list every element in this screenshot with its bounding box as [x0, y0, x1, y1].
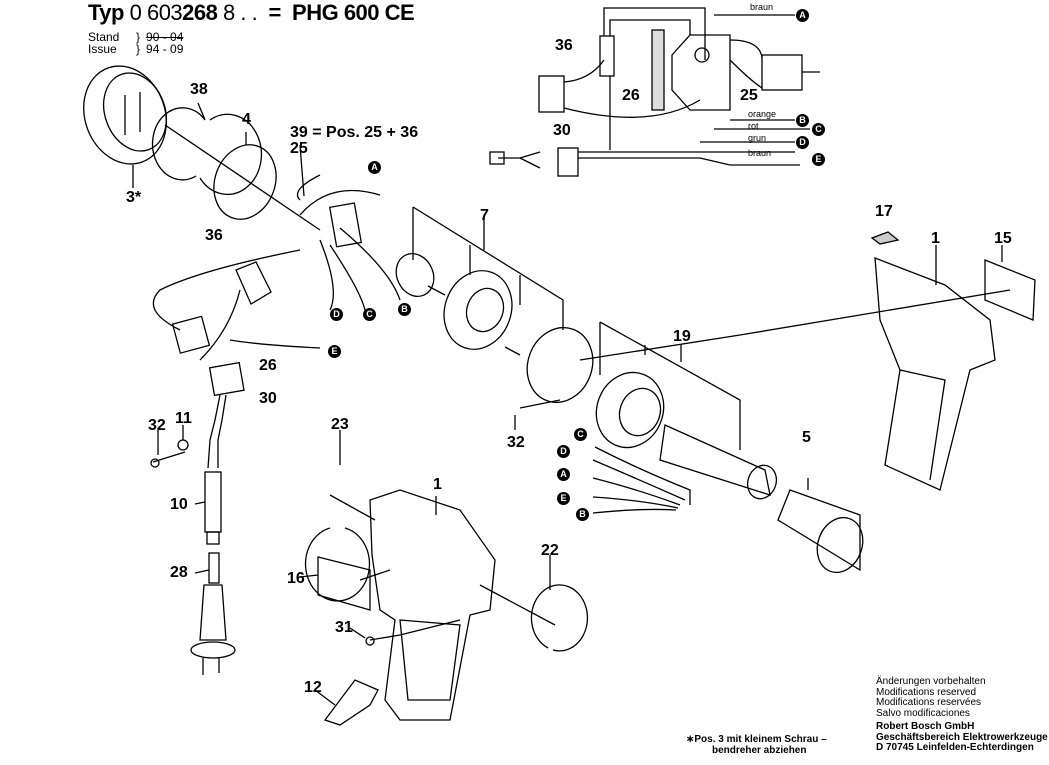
- typ-suffix: 8 . .: [223, 0, 258, 25]
- heatsink-inset-shape: [651, 29, 665, 111]
- part-label-5: 5: [802, 429, 811, 446]
- inset-label-25: 25: [740, 87, 758, 104]
- connector-a: A: [368, 161, 381, 174]
- company-name: Robert Bosch GmbH: [876, 721, 975, 732]
- part-label-16: 16: [287, 570, 305, 587]
- footnote: ∗Pos. 3 mit kleinem Schrau – bendreher a…: [686, 734, 827, 756]
- stand-value: 90 - 04: [146, 30, 184, 44]
- typ-prefix: 0 603: [129, 0, 183, 25]
- note-line: Änderungen vorbehalten: [876, 676, 986, 687]
- clip-12: [323, 679, 379, 726]
- motor-part: [395, 253, 435, 297]
- heater-element-19: [514, 321, 778, 514]
- label-15-shape: [984, 259, 1036, 321]
- part-label-4: 4: [242, 111, 251, 128]
- connector-b: B: [398, 303, 411, 316]
- part-label-17: 17: [875, 203, 893, 220]
- connector-c-inset: C: [812, 123, 825, 136]
- nozzle-5: [777, 478, 864, 574]
- heater-connector-d: D: [557, 445, 570, 458]
- part-label-38: 38: [190, 81, 208, 98]
- heater-connector-b: B: [576, 508, 589, 521]
- connector-d: D: [330, 308, 343, 321]
- part-label-19: 19: [673, 328, 691, 345]
- wiring-inset-drawing: [489, 7, 820, 177]
- publisher-notes: Änderungen vorbehalten Modifications res…: [876, 676, 1048, 754]
- typ-label: Typ: [88, 0, 124, 25]
- part-label-30: 30: [259, 390, 277, 407]
- part-label-39: 39 = Pos. 25 + 36: [290, 124, 419, 141]
- note-line: Modifications reservées: [876, 697, 982, 708]
- terminal-inset-shape: [557, 147, 579, 177]
- issue-value: 94 - 09: [146, 42, 184, 56]
- wire-color-b: orange: [748, 109, 777, 119]
- motor-inset-shape: [761, 54, 803, 91]
- end-cap-part: [83, 65, 167, 188]
- connector-e-inset: E: [812, 153, 825, 166]
- part-label-28: 28: [170, 564, 188, 581]
- connector-b-inset: B: [796, 114, 809, 127]
- part-label-25: 25: [290, 140, 308, 157]
- switch-cluster: [152, 174, 401, 397]
- part-label-31: 31: [335, 619, 353, 636]
- part-label-12: 12: [304, 679, 322, 696]
- part-label-7: 7: [480, 207, 489, 224]
- heater-connector-c: C: [574, 428, 587, 441]
- connector-d-inset: D: [796, 136, 809, 149]
- footnote-line-2: bendreher abziehen: [712, 745, 807, 756]
- wire-color-a: braun: [750, 2, 774, 12]
- label-17-shape: [870, 231, 900, 245]
- ring-22: [530, 584, 589, 652]
- ring-23: [304, 527, 371, 602]
- grille-disk-4: [213, 144, 277, 220]
- screw-31: [369, 634, 401, 641]
- wire-color-e: braun: [748, 148, 772, 158]
- connector-a-inset: A: [796, 9, 809, 22]
- footnote-line-1: ∗Pos. 3 mit kleinem Schrau –: [686, 734, 827, 745]
- model-title: Typ 0 603268 8 . . = PHG 600 CE: [88, 0, 415, 26]
- part-label-1-right: 1: [931, 230, 940, 247]
- part-label-23: 23: [331, 416, 349, 433]
- connector-c: C: [363, 308, 376, 321]
- company-division: Geschäftsbereich Elektrowerkzeuge: [876, 731, 1048, 743]
- label-16-shape: [317, 556, 371, 611]
- note-line: Salvo modificaciones: [876, 707, 970, 719]
- housing-half-right: [579, 231, 1036, 491]
- part-label-32-right: 32: [507, 434, 525, 451]
- housing-half-left: [299, 489, 496, 721]
- part-label-3: 3*: [126, 189, 142, 206]
- pcb-inset-shape: [671, 34, 731, 111]
- part-label-36: 36: [205, 227, 223, 244]
- inset-label-26: 26: [622, 87, 640, 104]
- capacitor-inset-shape: [538, 75, 565, 113]
- ring-38: [199, 113, 263, 195]
- part-label-22: 22: [541, 542, 559, 559]
- fan-housing-7: [412, 206, 594, 403]
- company-address: D 70745 Leinfelden-Echterdingen: [876, 742, 1034, 753]
- heater-connector-e: E: [557, 492, 570, 505]
- part-label-1-left: 1: [433, 476, 442, 493]
- part-label-11: 11: [175, 410, 192, 427]
- revision-info: Stand}90 - 04 Issue}94 - 09: [88, 30, 184, 56]
- part-label-15: 15: [994, 230, 1012, 247]
- wire-color-c: rot: [748, 121, 759, 131]
- part-label-32-left: 32: [148, 417, 166, 434]
- connector-e: E: [328, 345, 341, 358]
- model-name: PHG 600 CE: [292, 0, 415, 25]
- part-label-10: 10: [170, 496, 188, 513]
- wire-color-d: grun: [748, 133, 767, 143]
- equals-sign: =: [268, 0, 281, 25]
- issue-label: Issue: [88, 42, 117, 56]
- cable-and-plug: [150, 394, 236, 675]
- stand-label: Stand: [88, 30, 120, 44]
- inset-label-36: 36: [555, 37, 573, 54]
- part-label-26: 26: [259, 357, 277, 374]
- switch-inset-shape: [599, 35, 615, 77]
- note-line: Modifications reserved: [876, 686, 977, 698]
- heater-connector-a: A: [557, 468, 570, 481]
- typ-bold: 268: [182, 0, 218, 25]
- inset-label-30: 30: [553, 122, 571, 139]
